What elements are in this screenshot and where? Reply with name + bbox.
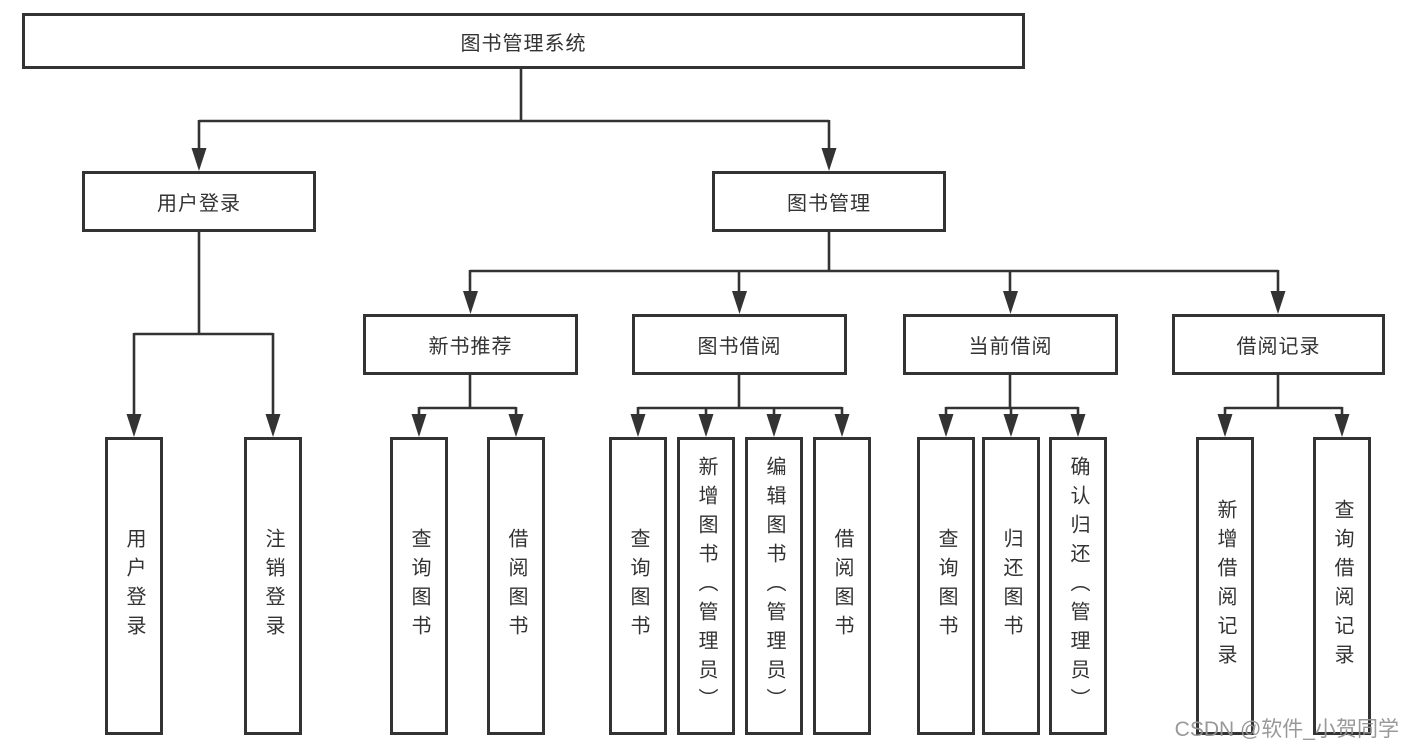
leaf-confirm-return-admin: 确认归还（管理员）: [1049, 437, 1107, 735]
leaf-query-borrow-record: 查询借阅记录: [1313, 437, 1371, 735]
leaf-confirm-return-admin-label: 确认归还（管理员）: [1067, 455, 1089, 717]
leaf-query-books-recommend-label: 查询图书: [408, 528, 430, 644]
leaf-user-login-label: 用户登录: [123, 528, 145, 644]
leaf-edit-books-admin: 编辑图书（管理员）: [745, 437, 803, 735]
leaf-query-books-recommend: 查询图书: [390, 437, 448, 735]
leaf-return-books: 归还图书: [982, 437, 1040, 735]
leaf-add-borrow-record: 新增借阅记录: [1196, 437, 1254, 735]
leaf-borrow-books-recommend-label: 借阅图书: [505, 528, 527, 644]
node-new-book-recommendation-label: 新书推荐: [428, 336, 513, 358]
node-borrowing-records-label: 借阅记录: [1236, 336, 1321, 358]
csdn-watermark: CSDN @软件_小贺同学: [1174, 718, 1399, 741]
leaf-add-books-admin-label: 新增图书（管理员）: [695, 455, 717, 717]
node-current-borrowing-label: 当前借阅: [968, 336, 1053, 358]
node-user-login-label: 用户登录: [157, 193, 241, 215]
leaf-query-books-current-label: 查询图书: [935, 528, 957, 644]
leaf-add-books-admin: 新增图书（管理员）: [677, 437, 735, 735]
leaf-borrow-books-label: 借阅图书: [831, 528, 853, 644]
leaf-query-borrow-record-label: 查询借阅记录: [1331, 499, 1353, 673]
leaf-query-books-borrow-label: 查询图书: [627, 528, 649, 644]
node-book-borrowing-label: 图书借阅: [697, 336, 782, 358]
node-book-management: 图书管理: [712, 171, 946, 232]
node-borrowing-records: 借阅记录: [1172, 314, 1385, 375]
leaf-logout: 注销登录: [244, 437, 302, 735]
node-book-borrowing: 图书借阅: [632, 314, 847, 375]
leaf-query-books-current: 查询图书: [917, 437, 975, 735]
node-new-book-recommendation: 新书推荐: [363, 314, 578, 375]
leaf-add-borrow-record-label: 新增借阅记录: [1214, 499, 1236, 673]
leaf-logout-label: 注销登录: [262, 528, 284, 644]
node-user-login: 用户登录: [82, 171, 316, 232]
leaf-borrow-books: 借阅图书: [813, 437, 871, 735]
leaf-borrow-books-recommend: 借阅图书: [487, 437, 545, 735]
node-root-label: 图书管理系统: [460, 32, 587, 55]
leaf-query-books-borrow: 查询图书: [609, 437, 667, 735]
node-current-borrowing: 当前借阅: [903, 314, 1118, 375]
node-root-system: 图书管理系统: [22, 13, 1025, 69]
leaf-edit-books-admin-label: 编辑图书（管理员）: [763, 455, 785, 717]
leaf-user-login: 用户登录: [105, 437, 163, 735]
leaf-return-books-label: 归还图书: [1000, 528, 1022, 644]
arrowheads: [126, 148, 1350, 437]
node-book-management-label: 图书管理: [787, 193, 871, 215]
